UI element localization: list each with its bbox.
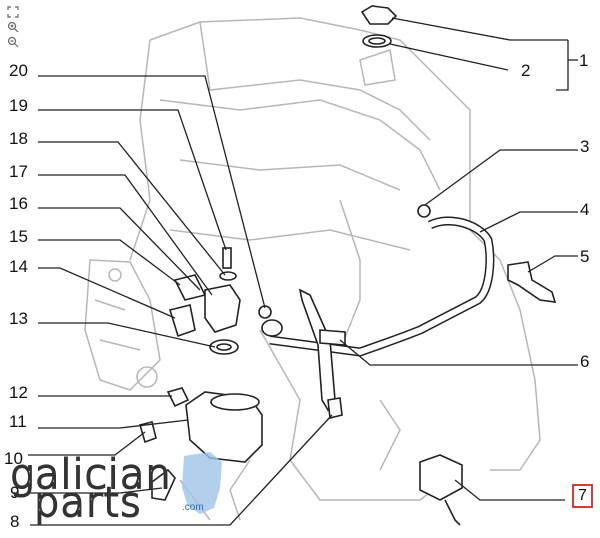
galicianparts-logo: galician parts .com — [9, 451, 240, 527]
callout-2[interactable]: 2 — [521, 61, 531, 80]
engine-block-drawing — [84, 17, 541, 521]
fullscreen-icon[interactable] — [6, 6, 20, 18]
callout-16[interactable]: 16 — [9, 194, 28, 213]
callout-1[interactable]: 1 — [579, 51, 589, 70]
parts-drawing — [138, 5, 557, 526]
callout-18[interactable]: 18 — [9, 129, 28, 148]
zoom-in-icon[interactable] — [6, 21, 20, 33]
zoom-toolbar — [6, 6, 22, 48]
callout-14[interactable]: 14 — [9, 257, 28, 276]
logo-word-galician: galician — [9, 451, 172, 499]
callout-3[interactable]: 3 — [580, 137, 590, 156]
galicia-map-icon — [182, 452, 222, 514]
callout-11[interactable]: 11 — [9, 412, 27, 431]
logo-word-parts: parts — [33, 479, 142, 527]
callout-10[interactable]: 10 — [4, 449, 23, 468]
callout-8[interactable]: 8 — [10, 512, 20, 531]
logo-suffix: .com — [182, 502, 204, 513]
callout-13[interactable]: 13 — [9, 309, 28, 328]
callout-17[interactable]: 17 — [9, 162, 28, 181]
callout-15[interactable]: 15 — [9, 227, 28, 246]
callout-20[interactable]: 20 — [9, 61, 28, 80]
callout-4[interactable]: 4 — [580, 200, 590, 219]
callout-12[interactable]: 12 — [9, 383, 28, 402]
leader-lines — [28, 17, 578, 526]
callout-19[interactable]: 19 — [9, 96, 28, 115]
zoom-out-icon[interactable] — [6, 36, 20, 48]
callout-9[interactable]: 9 — [10, 483, 20, 502]
callout-5[interactable]: 5 — [580, 247, 590, 266]
callout-7-highlighted[interactable]: 7 — [572, 484, 593, 508]
callout-6[interactable]: 6 — [580, 352, 590, 371]
